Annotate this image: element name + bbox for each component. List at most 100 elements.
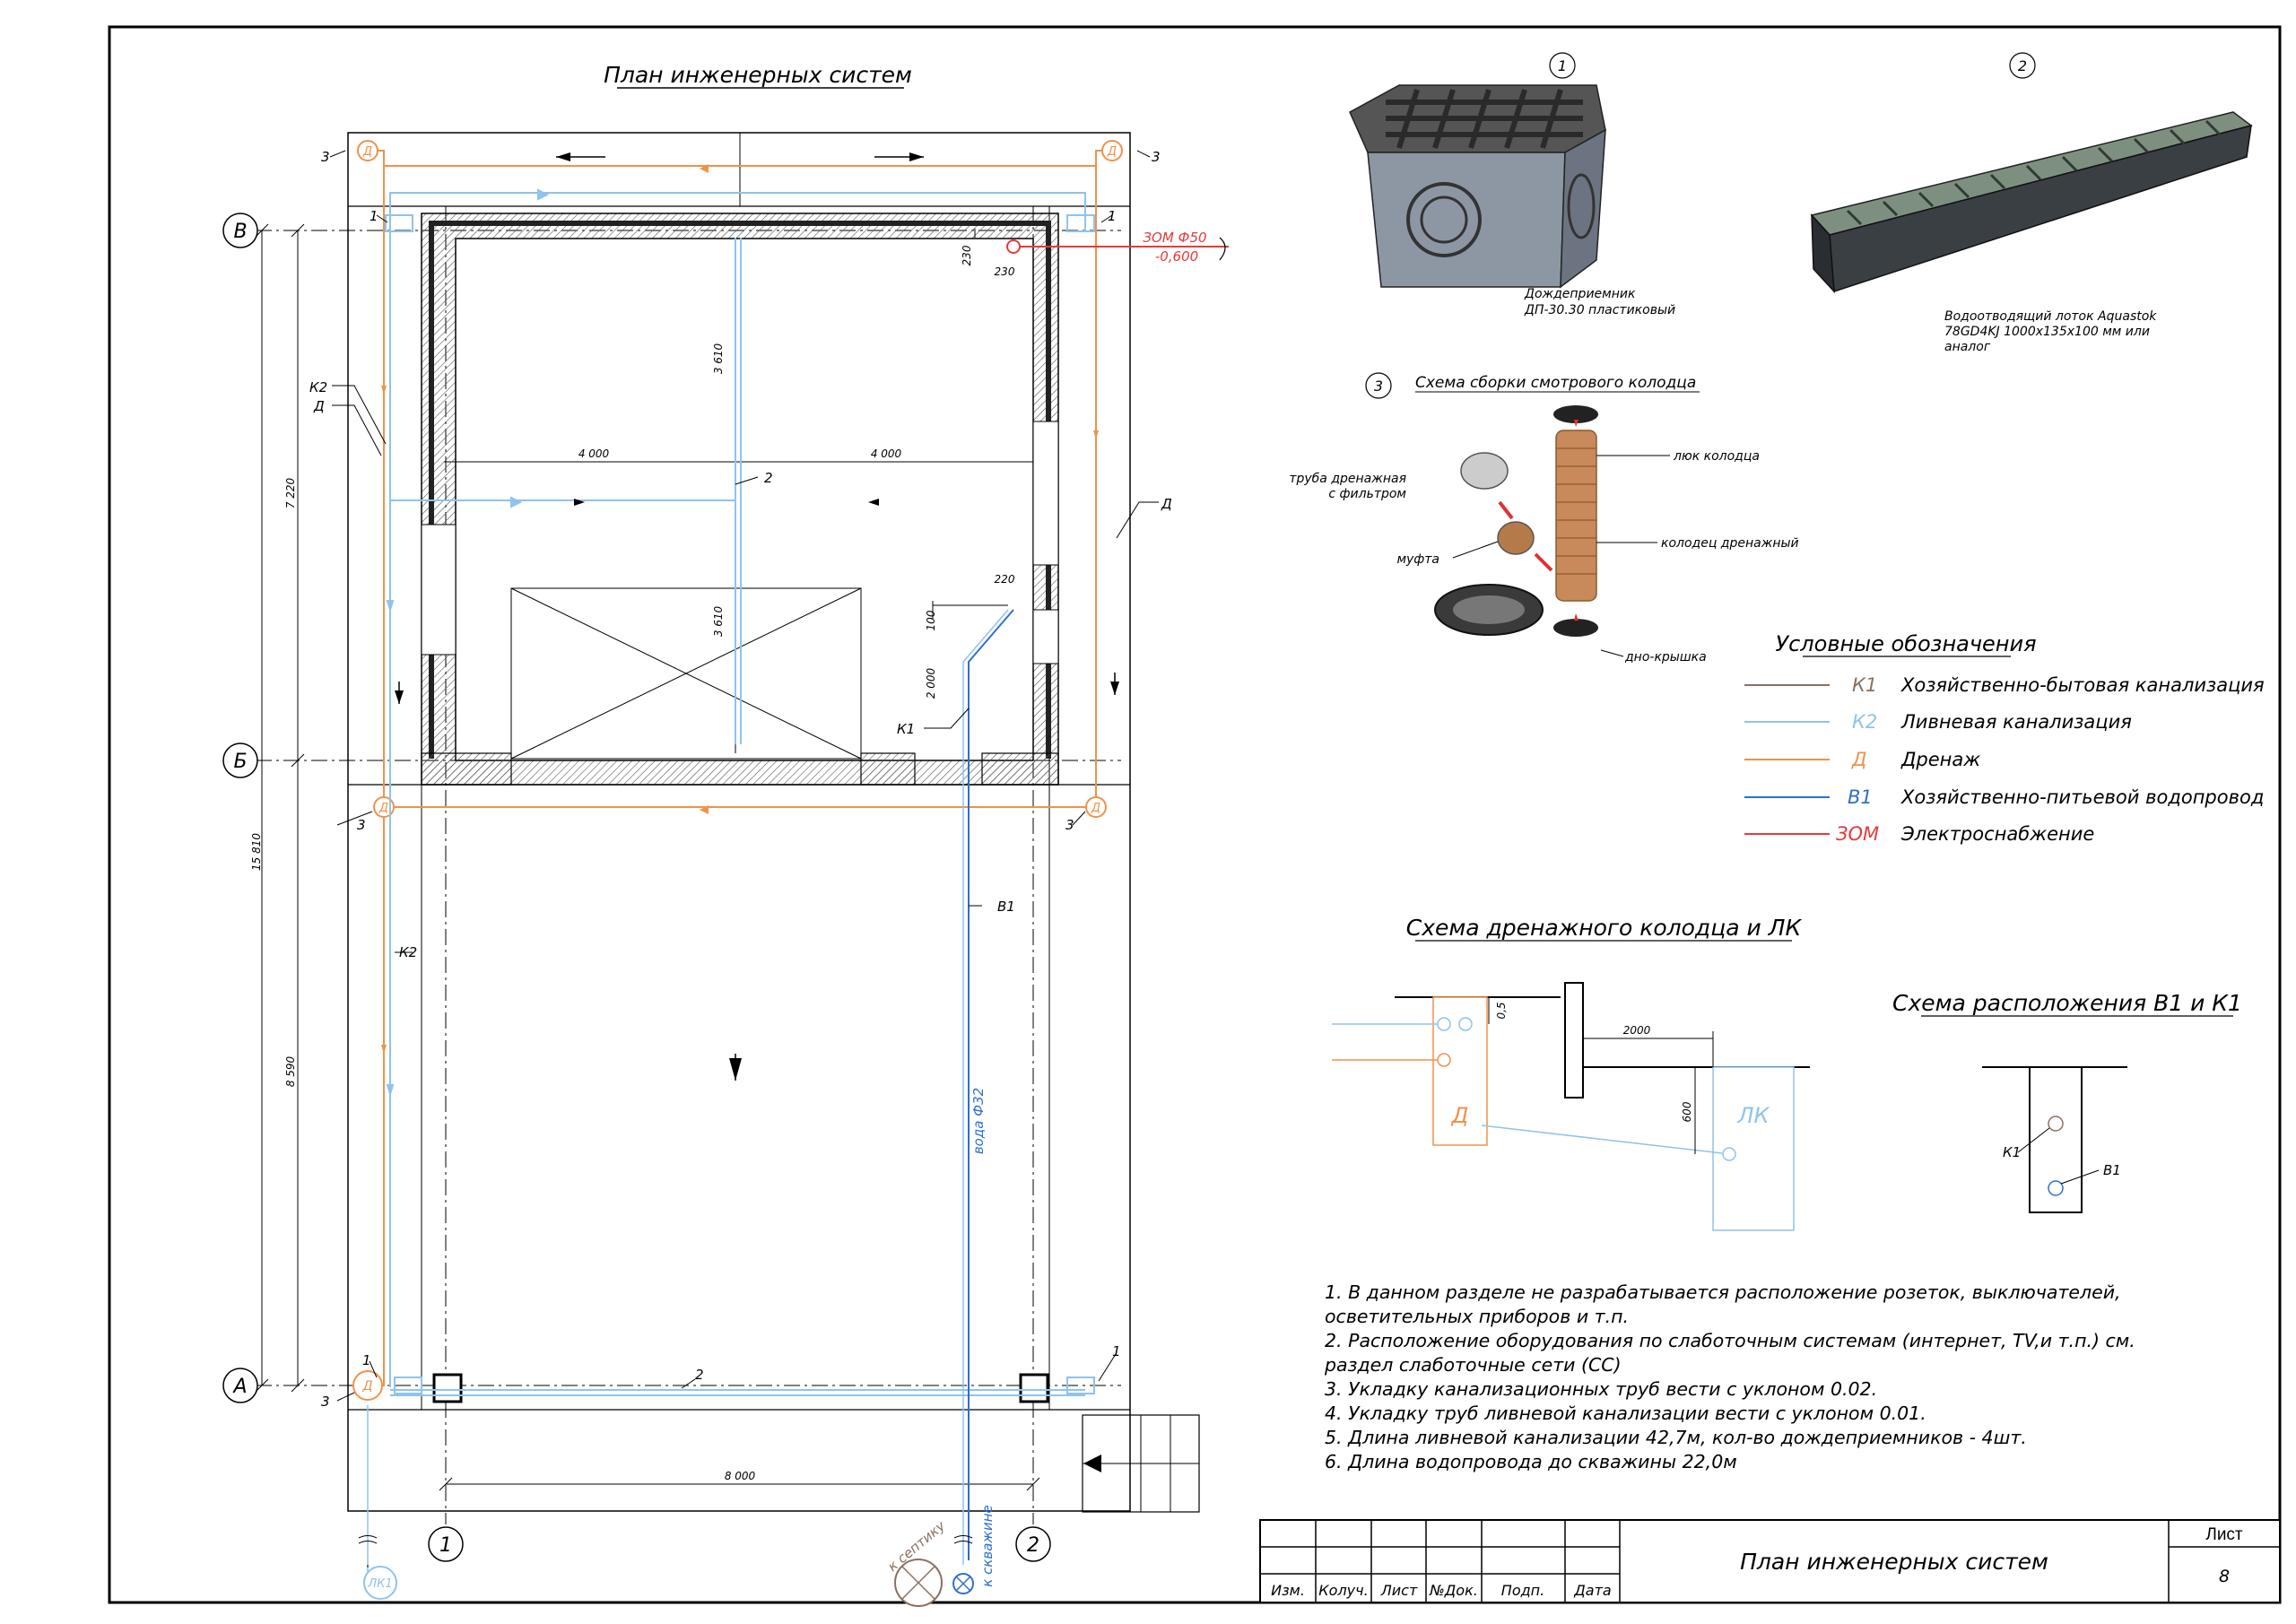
building-walls (421, 213, 1200, 1513)
power-level: -0,600 (1155, 248, 1198, 265)
dim-8590: 8 590 (284, 1055, 297, 1087)
note-line: 4. Укладку труб ливневой канализации вес… (1325, 1403, 1926, 1424)
label-3-mr: 3 (1065, 817, 1074, 833)
tb-col-list: Лист (1380, 1582, 1418, 1599)
product-2-caption-2: 78GD4KJ 1000х135х100 мм или (1944, 325, 2150, 339)
note-line: 2. Расположение оборудования по слаботоч… (1325, 1330, 2135, 1351)
label-1-bl: 1 (362, 1352, 371, 1368)
product-2-caption-3: аналог (1944, 340, 1991, 354)
legend-code: К1 (1852, 674, 1877, 696)
legend-text: Дренаж (1900, 749, 1980, 770)
lk1-label: ЛК1 (367, 1577, 392, 1591)
k1-pipe-label: К1 (2003, 1144, 2021, 1160)
to-well-label: к скважине (979, 1505, 996, 1586)
dim-4000-right: 4 000 (871, 447, 902, 460)
tb-col-koluch: Колуч. (1318, 1582, 1368, 1599)
legend-item: К1 Хозяйственно-бытовая канализация (1744, 674, 2265, 696)
label-d-right: Д (1161, 496, 1172, 512)
flow-arrows (395, 152, 1119, 1081)
label-d-left: Д (313, 398, 325, 414)
label-b1: В1 (997, 899, 1015, 915)
tb-col-date: Дата (1573, 1582, 1611, 1599)
water-supply-line (894, 601, 1014, 1607)
bottom-cover-label: дно-крышка (1624, 650, 1707, 664)
legend-text: Ливневая канализация (1900, 711, 2132, 733)
lk-letter: ЛК (1736, 1103, 1770, 1128)
product-rain-inlet: 1 Дождеприемник ДП-30.30 пластиковый (1349, 52, 1675, 317)
coupling-label: муфта (1396, 552, 1439, 567)
label-1-tr: 1 (1108, 208, 1117, 224)
b1-pipe-label: В1 (2103, 1162, 2121, 1178)
drain-pipe-label-2: с фильтром (1328, 487, 1406, 501)
note-line: раздел слаботочные сети (СС) (1324, 1354, 1622, 1376)
plan-title: План инженерных систем (604, 62, 912, 88)
legend-code: Д (1851, 749, 1866, 770)
tb-col-sign: Подп. (1501, 1582, 1544, 1599)
tb-sheet-label: Лист (2205, 1525, 2243, 1544)
label-k2-bottom: К2 (399, 944, 417, 960)
dim-4000-left: 4 000 (578, 447, 610, 460)
product-1-number: 1 (1558, 57, 1567, 74)
axis-2: 2 (1027, 1534, 1039, 1557)
product-1-caption-1: Дождеприемник (1524, 287, 1636, 301)
legend-item: К2 Ливневая канализация (1744, 711, 2132, 733)
well-assembly-scheme: 3 Схема сборки смотрового колодца люк ко… (1289, 372, 1799, 664)
legend-title: Условные обозначения (1775, 631, 2036, 656)
label-3-tl: 3 (321, 149, 330, 165)
dim-05-scheme: 0,5 (1495, 1002, 1508, 1019)
drain-scheme-title: Схема дренажного колодца и ЛК (1406, 915, 1803, 941)
legend-code: В1 (1848, 786, 1873, 808)
water-label: вода Ф32 (970, 1088, 987, 1154)
axis-markers: В Б А 1 2 (222, 213, 1051, 1562)
note-line: 1. В данном разделе не разрабатывается р… (1325, 1281, 2121, 1303)
site-outline (347, 132, 1131, 1512)
legend-item: Д Дренаж (1744, 749, 1980, 770)
dim-230-horizontal: 230 (995, 265, 1015, 278)
dim-600-scheme: 600 (1681, 1101, 1693, 1122)
drainage-lines (352, 140, 1123, 1578)
dim-2000: 2 000 (925, 667, 937, 699)
dimension-lines (255, 223, 1040, 1491)
label-2-bottom: 2 (695, 1367, 704, 1383)
label-k2-top: К2 (309, 379, 327, 395)
legend-text: Электроснабжение (1900, 823, 2094, 845)
dim-2000-scheme: 2000 (1623, 1024, 1651, 1037)
tb-col-izm: Изм. (1271, 1582, 1305, 1599)
note-line: 3. Укладку канализационных труб вести с … (1325, 1378, 1877, 1400)
legend-item: ЗОМ Электроснабжение (1744, 823, 2094, 845)
legend-item: В1 Хозяйственно-питьевой водопровод (1744, 786, 2264, 808)
product-1-caption-2: ДП-30.30 пластиковый (1524, 303, 1675, 317)
label-3-bl: 3 (321, 1394, 330, 1410)
axis-a: А (231, 1376, 247, 1398)
label-k1: К1 (897, 721, 915, 737)
note-line: 6. Длина водопровода до скважины 22,0м (1325, 1451, 1737, 1472)
drain-pipe-label-1: труба дренажная (1289, 472, 1406, 486)
sheet-frame (108, 25, 2282, 1604)
dim-8000: 8 000 (725, 1470, 756, 1482)
drain-well-bl: Д (362, 1379, 373, 1394)
tb-title: План инженерных систем (1740, 1549, 2048, 1575)
hatch-label: люк колодца (1673, 449, 1760, 464)
title-block: Изм. Колуч. Лист №Док. Подп. Дата План и… (1259, 1519, 2281, 1603)
dim-220: 220 (995, 573, 1015, 586)
power-label: ЗОМ Ф50 (1143, 230, 1206, 246)
note-line: 5. Длина ливневой канализации 42,7м, кол… (1325, 1427, 2027, 1448)
drain-well-tr: Д (1107, 145, 1117, 159)
drain-well-label: колодец дренажный (1661, 536, 1799, 551)
dim-7220: 7 220 (284, 477, 297, 508)
axis-b: Б (233, 751, 247, 773)
leader-lines (329, 150, 1159, 1402)
label-3-tr: 3 (1152, 149, 1161, 165)
scheme-3-title: Схема сборки смотрового колодца (1415, 374, 1696, 392)
dim-3610-bottom: 3 610 (712, 605, 725, 637)
label-3-ml: 3 (357, 817, 366, 833)
dim-100: 100 (925, 610, 937, 630)
axis-1: 1 (439, 1534, 452, 1557)
tb-sheet-number: 8 (2219, 1567, 2230, 1586)
drain-well-tl: Д (362, 145, 372, 159)
b1-k1-scheme: Схема расположения В1 и К1 К1 В1 (1892, 990, 2242, 1213)
notes: 1. В данном разделе не разрабатывается р… (1324, 1281, 2135, 1472)
product-2-number: 2 (2018, 57, 2027, 74)
dim-230-vertical: 230 (961, 245, 973, 265)
